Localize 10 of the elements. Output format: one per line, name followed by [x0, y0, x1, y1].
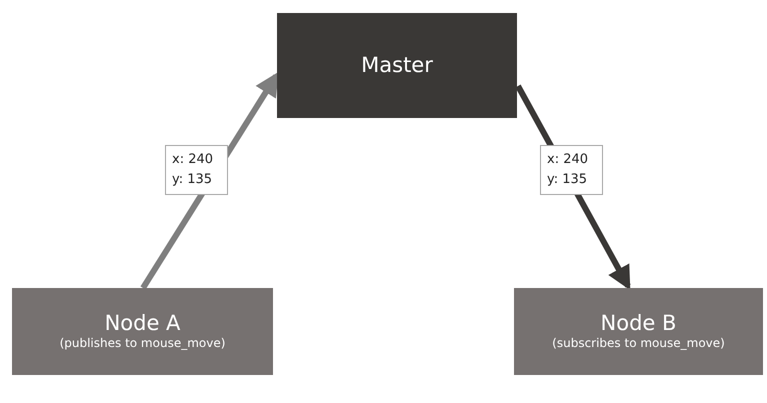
node-title: Node B: [600, 311, 676, 336]
node-title: Node A: [104, 311, 180, 336]
process-box: [12, 288, 273, 375]
edge-label: x: 240 y: 135: [165, 145, 228, 196]
edge-label: x: 240 y: 135: [540, 145, 603, 196]
process-box: [514, 288, 763, 375]
node-title: Master: [361, 52, 433, 78]
process-box: [277, 13, 517, 118]
node-description: (subscribes to mouse_move): [552, 336, 725, 352]
node-description: (publishes to mouse_move): [60, 336, 226, 352]
